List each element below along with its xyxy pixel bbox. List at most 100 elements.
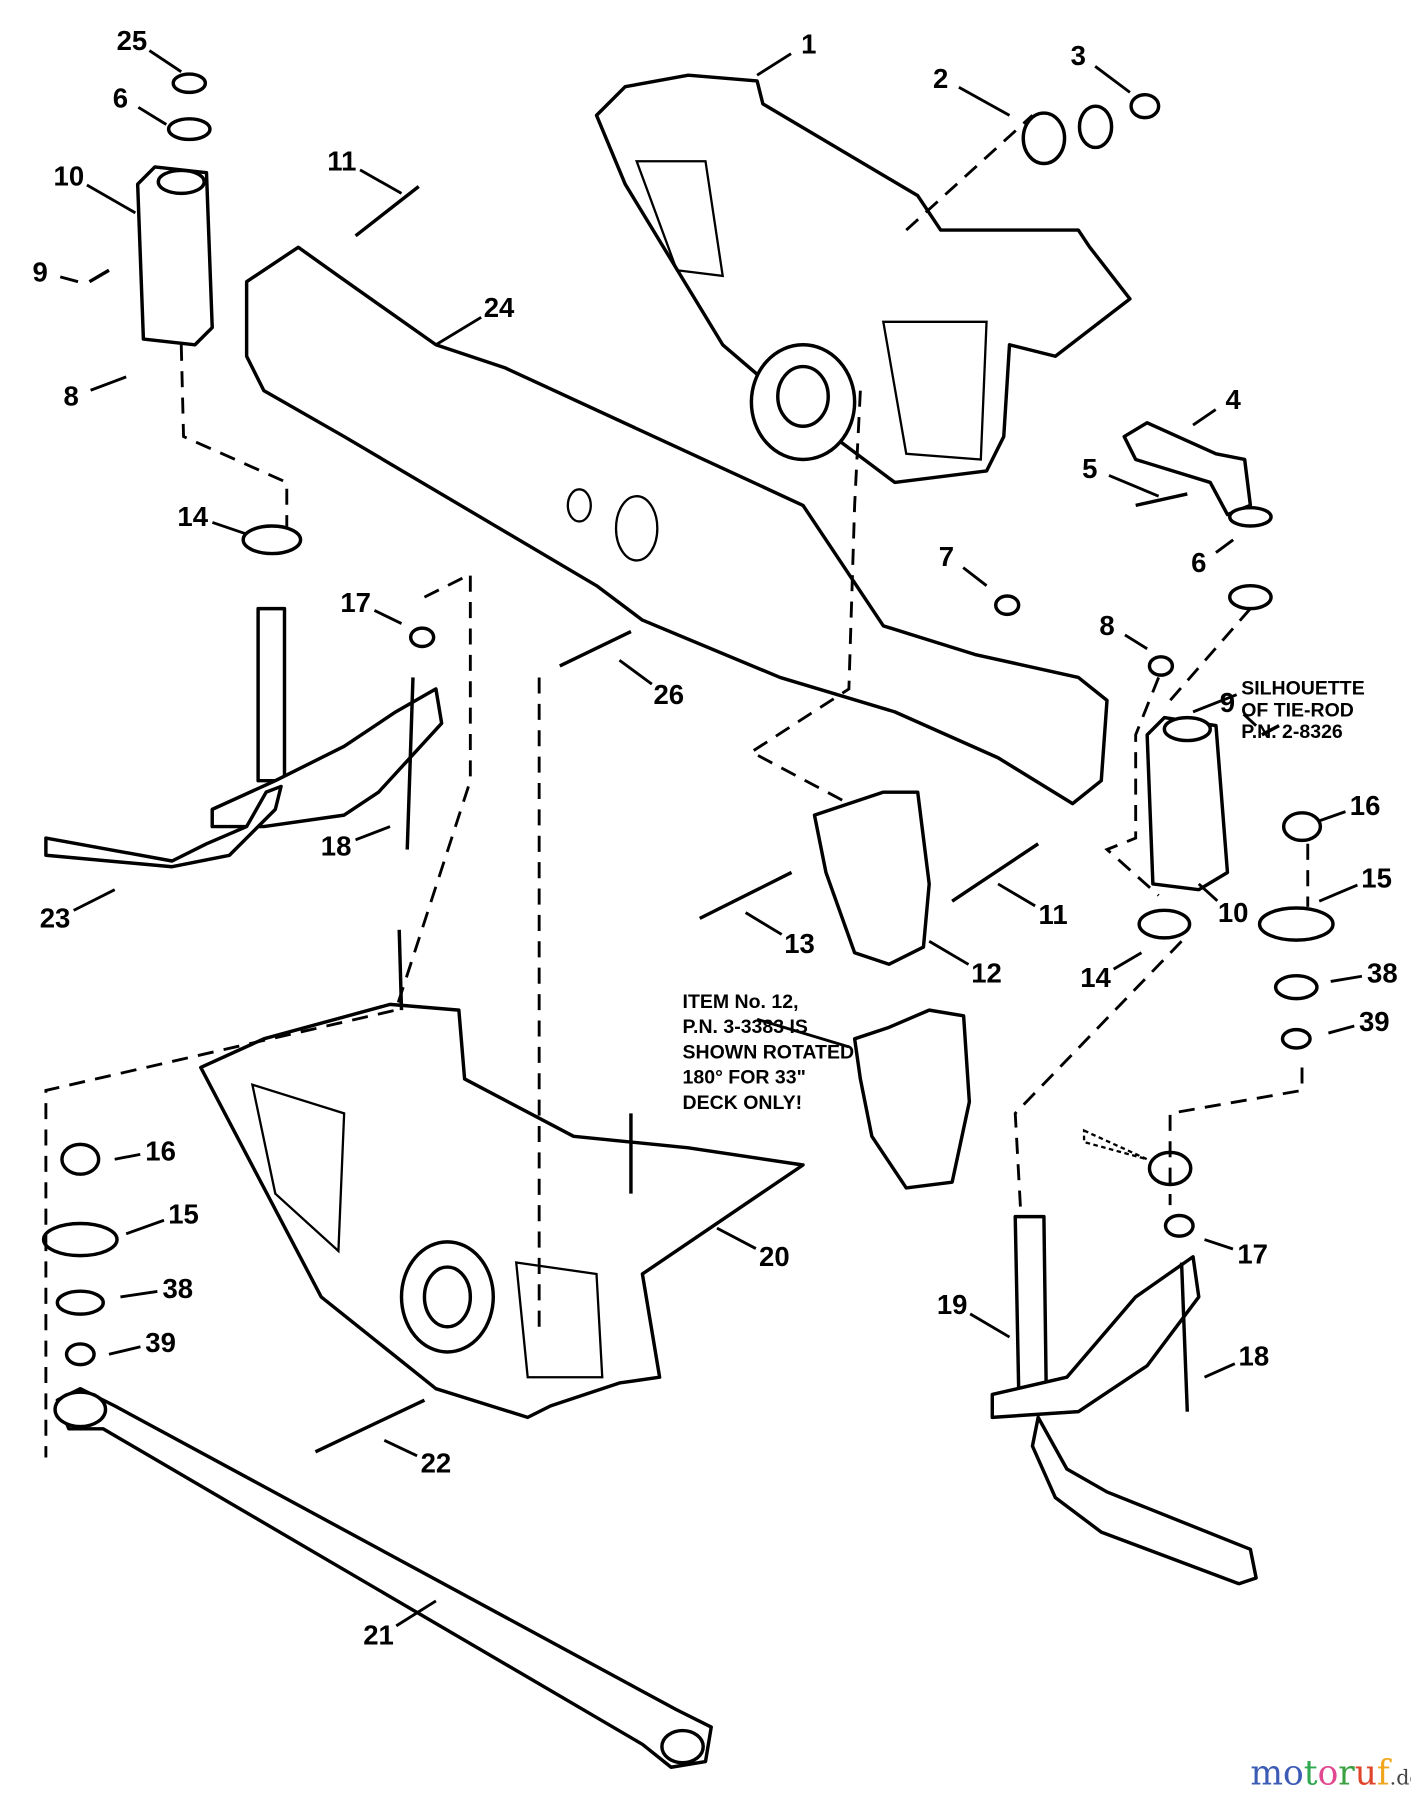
leader-line xyxy=(1242,713,1258,727)
leader-line xyxy=(114,1152,141,1161)
callout-number: 1 xyxy=(801,28,816,59)
bolts-and-pins xyxy=(88,185,1280,1454)
silhouette-arrow xyxy=(1192,693,1238,714)
part-10-spindle-block-right xyxy=(1145,715,1230,892)
watermark-letter: f xyxy=(1377,1753,1392,1793)
leader-line xyxy=(373,609,403,625)
leader-line xyxy=(962,566,988,587)
watermark-letter: o xyxy=(1318,1753,1339,1793)
callout-number: 12 xyxy=(971,958,1002,989)
leader-line xyxy=(359,168,403,195)
watermark-letter: o xyxy=(1283,1753,1304,1793)
part-23-left-spindle xyxy=(44,606,444,869)
callout-number: 15 xyxy=(1361,862,1392,893)
leader-line xyxy=(1215,538,1235,554)
callout-number: 21 xyxy=(363,1620,394,1651)
watermark-letter: r xyxy=(1338,1753,1355,1793)
callout-number: 23 xyxy=(40,903,71,934)
callout-number: 11 xyxy=(1039,899,1068,930)
leader-line xyxy=(211,521,248,536)
leader-line xyxy=(435,316,482,347)
note-line: DECK ONLY! xyxy=(683,1092,803,1114)
leader-line xyxy=(716,1226,757,1250)
leader-line xyxy=(120,1290,158,1299)
leader-line xyxy=(1112,951,1143,971)
note-line: SHOWN ROTATED xyxy=(683,1041,855,1063)
part-1-upper-bracket xyxy=(594,73,1132,485)
leader-line xyxy=(1204,1238,1234,1251)
watermark-letter: t xyxy=(1304,1753,1318,1793)
callout-number: 16 xyxy=(1350,790,1381,821)
leader-line xyxy=(86,183,137,215)
part-10-spindle-block-left xyxy=(135,165,214,347)
leader-line xyxy=(125,1218,165,1236)
callout-number: 39 xyxy=(145,1327,176,1358)
leader-line xyxy=(756,52,792,77)
callout-number: 17 xyxy=(340,587,371,618)
callout-number: 9 xyxy=(32,257,47,288)
callout-number: 15 xyxy=(168,1198,199,1229)
note-line: ITEM No. 12, xyxy=(683,991,799,1013)
watermark-suffix: .de xyxy=(1390,1765,1411,1789)
part-19-right-spindle xyxy=(990,1214,1258,1586)
callout-number: 24 xyxy=(484,292,515,323)
leader-line xyxy=(618,659,653,686)
callouts: 2561098112412345678916153839141718232613… xyxy=(32,25,1397,1651)
callout-number: 4 xyxy=(1226,384,1242,415)
leader-line xyxy=(73,888,116,912)
callout-number: 10 xyxy=(1218,897,1249,928)
leader-line xyxy=(1094,65,1131,94)
leader-line xyxy=(928,940,970,966)
part-12-rotated-bracket xyxy=(852,1008,972,1190)
leader-line xyxy=(958,86,1011,117)
leader-line xyxy=(1203,1362,1236,1379)
part-12-bracket xyxy=(812,790,931,966)
leader-line xyxy=(1108,474,1160,498)
note-line: SILHOUETTE xyxy=(1241,678,1365,700)
callout-number: 17 xyxy=(1237,1239,1268,1270)
leader-line xyxy=(90,375,127,392)
callout-number: 14 xyxy=(1080,962,1111,993)
leader-line xyxy=(1318,810,1346,823)
note-line: P.N. 3-3383 IS xyxy=(683,1016,808,1038)
callout-number: 38 xyxy=(1367,958,1398,989)
callout-number: 25 xyxy=(117,25,148,56)
callout-number: 38 xyxy=(163,1273,194,1304)
leader-line xyxy=(744,911,783,936)
callout-number: 8 xyxy=(1099,610,1114,641)
callout-number: 6 xyxy=(1191,547,1206,578)
leader-line xyxy=(108,1345,141,1356)
washers-and-nuts xyxy=(41,72,1335,1367)
callout-number: 7 xyxy=(939,541,954,572)
callout-number: 2 xyxy=(933,63,948,94)
leader-line xyxy=(395,1599,437,1628)
leader-line xyxy=(1192,408,1217,427)
callout-number: 19 xyxy=(937,1289,968,1320)
callout-number: 22 xyxy=(421,1447,452,1478)
note-line: 180° FOR 33" xyxy=(683,1067,806,1089)
watermark-letter: m xyxy=(1250,1753,1283,1793)
item12-note: ITEM No. 12, P.N. 3-3383 IS SHOWN ROTATE… xyxy=(683,991,860,1114)
callout-number: 9 xyxy=(1220,687,1235,718)
leader-line xyxy=(148,49,183,73)
leader-line xyxy=(383,1439,418,1458)
callout-number: 13 xyxy=(784,928,815,959)
part-21-tie-rod xyxy=(53,1386,713,1769)
leader-line xyxy=(137,106,168,126)
leader-line xyxy=(1328,1024,1355,1035)
leader-line xyxy=(1318,883,1358,903)
leader-line xyxy=(1330,974,1363,983)
tie-rod-silhouette xyxy=(1082,1128,1193,1187)
assembly-lines xyxy=(44,114,1310,1458)
silhouette-note: SILHOUETTE OF TIE-ROD P.N. 2-8326 xyxy=(1241,678,1370,744)
callout-number: 26 xyxy=(653,679,684,710)
watermark-logo: motoruf.de xyxy=(1250,1753,1411,1793)
part-4-steering-arm xyxy=(1122,421,1253,517)
callout-number: 8 xyxy=(63,381,78,412)
leader-line xyxy=(59,275,79,284)
leader-line xyxy=(1197,882,1219,902)
callout-number: 11 xyxy=(327,145,356,176)
callout-number: 14 xyxy=(177,501,208,532)
